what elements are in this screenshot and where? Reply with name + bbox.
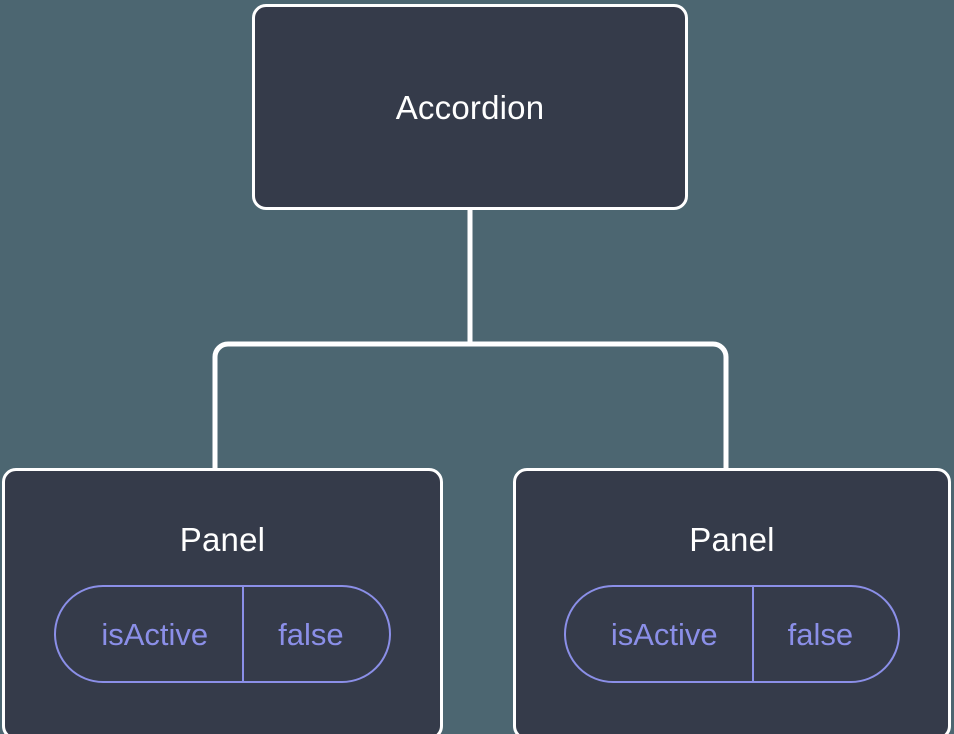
connector-root-to-children: [212, 208, 729, 470]
prop-pill-isactive-right[interactable]: isActive false: [563, 585, 901, 683]
node-panel-left[interactable]: Panel isActive false: [2, 468, 443, 734]
node-panel-right[interactable]: Panel isActive false: [513, 468, 951, 734]
node-accordion[interactable]: Accordion: [252, 4, 688, 210]
prop-pill-isactive-left[interactable]: isActive false: [54, 585, 391, 683]
prop-value-label: false: [751, 587, 898, 681]
prop-key-label: isActive: [101, 616, 209, 652]
node-accordion-title: Accordion: [395, 88, 545, 126]
prop-key-label: isActive: [610, 616, 718, 652]
node-panel-left-title: Panel: [179, 521, 266, 558]
prop-value-label: false: [242, 587, 388, 681]
node-panel-right-title: Panel: [689, 521, 775, 558]
